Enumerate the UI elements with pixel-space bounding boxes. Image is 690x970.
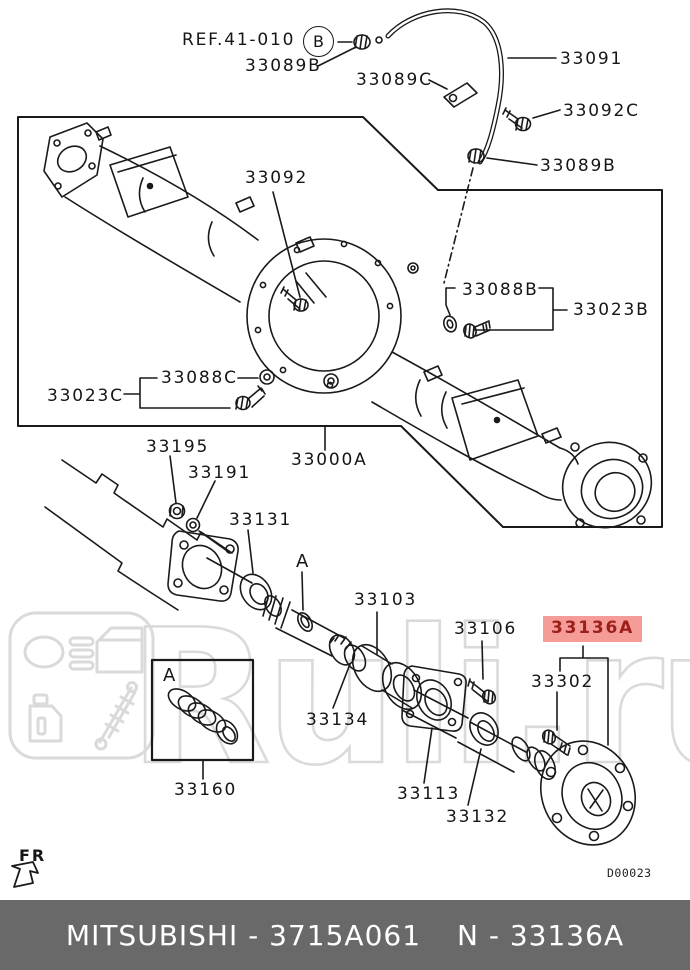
leader-33113 <box>423 727 433 784</box>
front-marker-label: FR <box>19 846 47 865</box>
part-label-33023c: 33023C <box>47 386 124 406</box>
leader-33089b-mid <box>486 157 538 166</box>
part-label-33113: 33113 <box>397 784 461 804</box>
axle-shaft-assembly <box>262 571 637 846</box>
bolt-icon-33106 <box>467 678 497 705</box>
part-label-33160: 33160 <box>174 780 238 800</box>
bolt-icon-33092 <box>280 286 309 312</box>
front-direction-arrow-icon <box>11 861 39 888</box>
part-label-a-shaft: A <box>296 551 309 572</box>
bolt-icon-33023b <box>463 320 491 339</box>
leader-33195 <box>169 455 177 504</box>
watermark-logo-icon <box>8 611 155 760</box>
drawing-code: D00023 <box>607 866 652 880</box>
part-label-33302: 33302 <box>531 672 595 692</box>
part-label-a-box: A <box>163 665 176 686</box>
callout-33088b-33023b <box>442 287 568 339</box>
leader-33092 <box>272 191 301 298</box>
footer-bar: MITSUBISHI - 3715A061 N - 33136A <box>0 900 690 970</box>
bolt-icon-33023c <box>235 385 266 411</box>
hub-flange-icon <box>533 740 637 846</box>
spring-icon-33160 <box>167 688 239 745</box>
part-label-33092: 33092 <box>245 168 309 188</box>
spring-detail-box <box>150 658 255 780</box>
part-label-33191: 33191 <box>188 463 252 483</box>
nut-icon-33191 <box>185 517 201 533</box>
hose-bracket-icon <box>428 79 478 108</box>
leader-33132 <box>467 748 482 806</box>
part-label-33089b-top: 33089B <box>245 56 322 76</box>
spacer-ring-icon-33132 <box>469 712 499 746</box>
part-label-33103: 33103 <box>354 590 418 610</box>
footer-part-number: N - 33136A <box>457 918 625 952</box>
collar-ring-icon-a <box>296 612 314 632</box>
washer-icon-33088c <box>259 369 275 385</box>
axle-housing-drawing <box>43 122 653 529</box>
callout-33023c-33088c <box>123 369 275 411</box>
part-label-33091: 33091 <box>560 49 624 69</box>
diff-rim-bolt-holes <box>254 240 394 389</box>
part-label-33131: 33131 <box>229 510 293 530</box>
part-label-33092c: 33092C <box>563 101 640 121</box>
part-label-33088b: 33088B <box>462 280 539 300</box>
part-label-33089b-mid: 33089B <box>540 156 617 176</box>
main-assembly-box <box>17 116 663 528</box>
hose-clamp-icon <box>467 148 485 164</box>
leader-33134 <box>332 663 351 709</box>
retainer-plate-icon-33113 <box>401 665 467 732</box>
hose-reference-dash-line <box>443 167 474 284</box>
leader-33106 <box>481 640 484 680</box>
part-label-33000a: 33000A <box>291 450 368 470</box>
nut-icon-33195 <box>168 502 186 520</box>
ref-badge-letter: B <box>313 32 324 51</box>
bolt-icon-33092c <box>502 107 561 132</box>
leader-33191 <box>196 480 216 519</box>
part-label-33089c: 33089C <box>356 70 433 90</box>
bracket-33136a <box>559 645 609 746</box>
part-label-33132: 33132 <box>446 807 510 827</box>
brake-hose-group <box>317 8 561 284</box>
part-label-33088c: 33088C <box>161 368 238 388</box>
washer-icon-33088b <box>442 315 458 333</box>
part-label-33106: 33106 <box>454 619 518 639</box>
footer-brand-part: MITSUBISHI - 3715A061 <box>65 918 422 952</box>
part-label-33023b: 33023B <box>573 300 650 320</box>
part-label-33134: 33134 <box>306 710 370 730</box>
hose-clamp-icon <box>353 34 383 50</box>
part-label-33136a: 33136A <box>543 616 643 642</box>
part-label-ref-41-010: REF.41-010 <box>182 30 296 50</box>
leader-33131 <box>247 529 254 574</box>
part-label-33195: 33195 <box>146 437 210 457</box>
leader-33089b-top <box>317 46 357 67</box>
bearing-icon-33103 <box>351 643 423 711</box>
leader-a-shaft <box>301 571 304 611</box>
ref-badge-circle: B <box>303 26 334 57</box>
